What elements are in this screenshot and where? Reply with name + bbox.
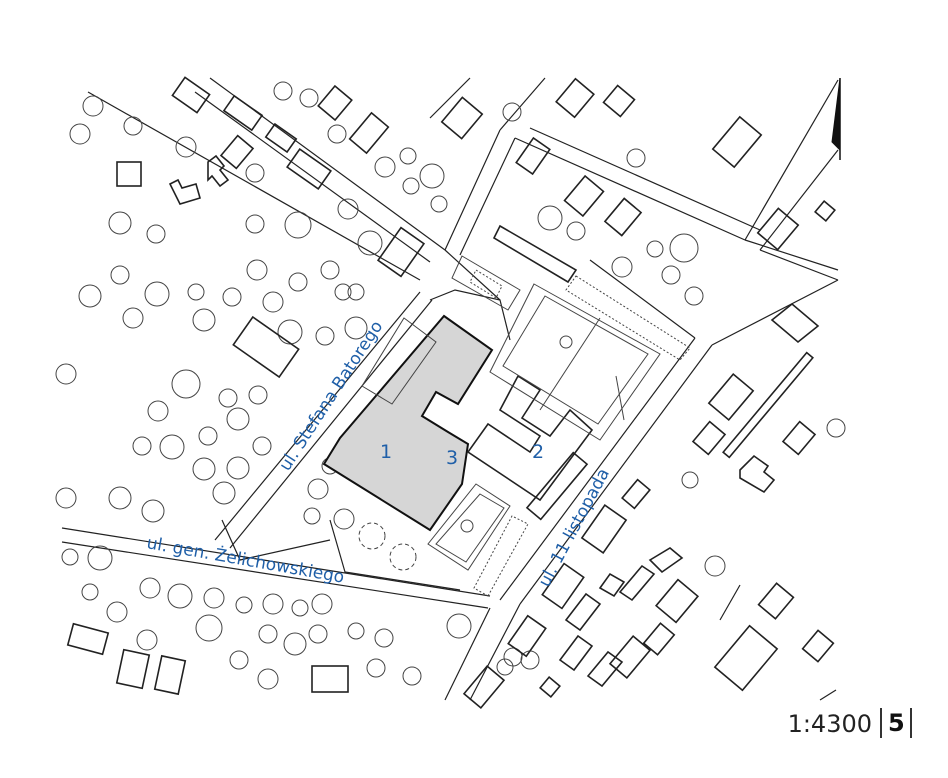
map-scale: 1:4300	[787, 710, 872, 738]
trees	[55, 81, 846, 690]
building-2-label: 2	[532, 441, 544, 463]
building-1-label: 1	[380, 441, 392, 463]
building-3-label: 3	[446, 447, 458, 469]
page-divider-right	[910, 708, 912, 738]
dashed-trees	[358, 522, 417, 571]
page-number: 5	[888, 709, 905, 737]
street-edges	[61, 77, 839, 701]
building-1-footprint	[322, 314, 494, 532]
page-divider-left	[880, 708, 882, 738]
buildings	[66, 76, 836, 709]
school-complex	[322, 224, 691, 597]
